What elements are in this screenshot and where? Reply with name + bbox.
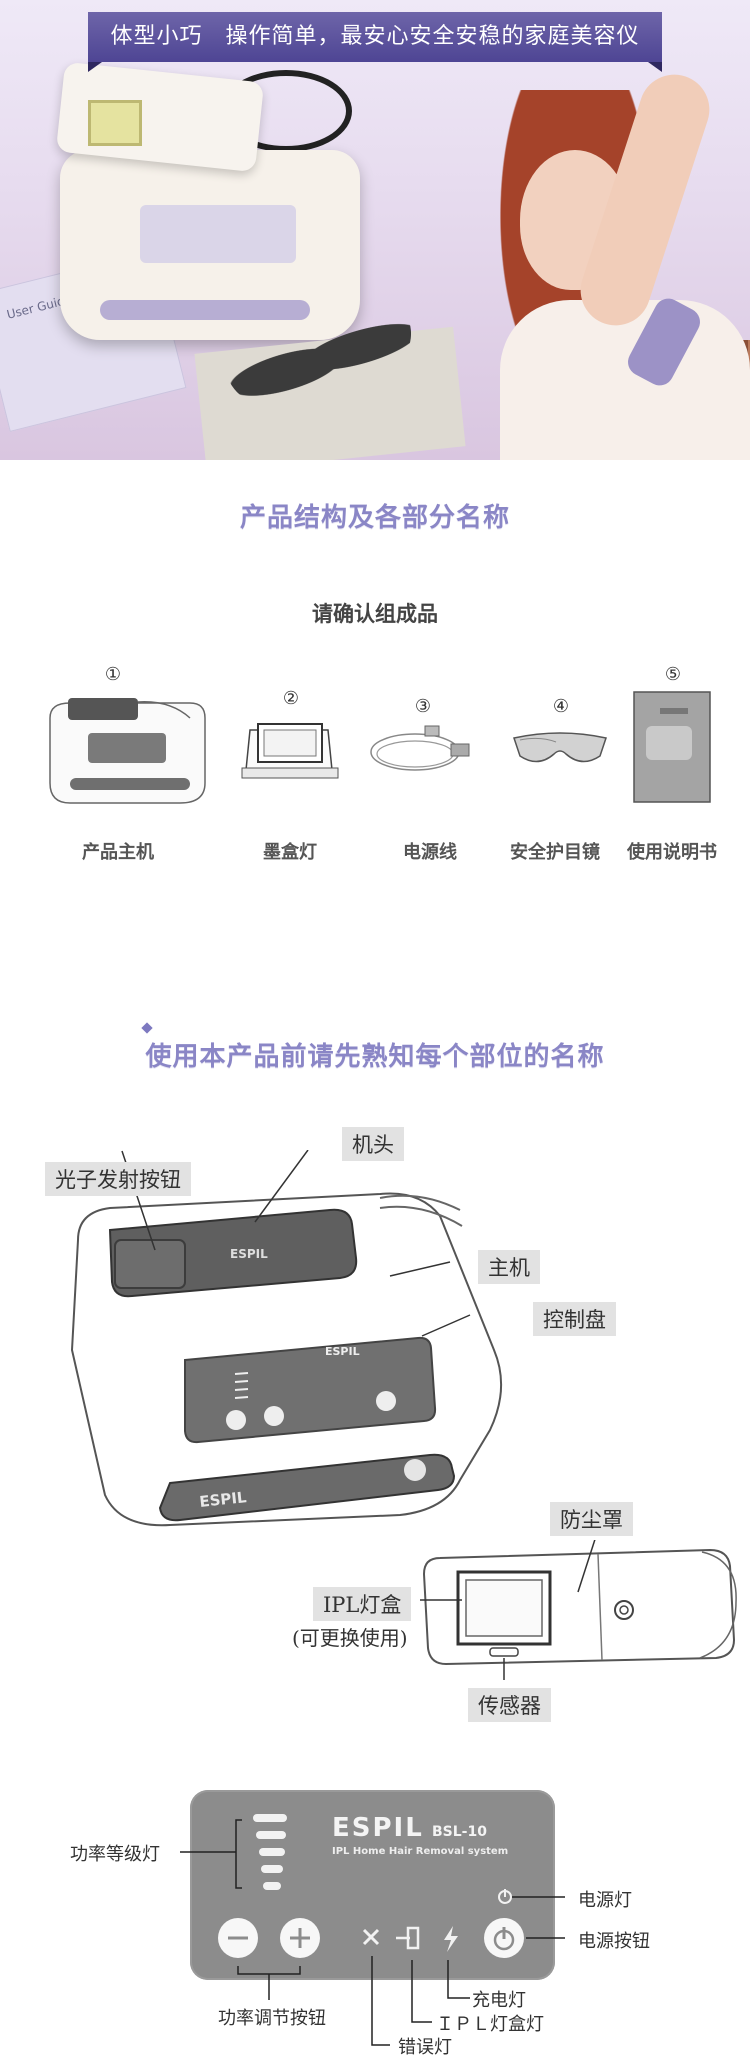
component-label-glasses: 安全护目镜 — [510, 842, 600, 863]
level-light-1 — [263, 1882, 281, 1890]
label-power-light: 电源灯 — [578, 1890, 632, 1911]
label-power-button: 电源按钮 — [578, 1931, 650, 1952]
title-decoration — [141, 1022, 153, 1034]
brand-bar-text: ESPIL — [199, 1488, 248, 1511]
label-charge-light: 充电灯 — [472, 1990, 526, 2011]
safety-glasses-sketch — [513, 732, 607, 763]
label-dust-cover: 防尘罩 — [550, 1502, 633, 1536]
minus-button[interactable] — [218, 1918, 258, 1958]
control-panel-overlay: ESPIL BSL-10 IPL Home Hair Removal syste… — [180, 1813, 565, 2046]
user-manual-sketch — [633, 691, 711, 803]
component-label-lamp: 墨盒灯 — [263, 842, 317, 863]
label-photon-button: 光子发射按钮 — [45, 1162, 191, 1196]
device-panel-image — [140, 205, 296, 263]
component-number-3: ③ — [414, 696, 432, 717]
label-head: 机头 — [342, 1127, 404, 1161]
label-error-light: 错误灯 — [398, 2037, 452, 2058]
component-number-1: ① — [104, 664, 122, 685]
device-brand-bar — [100, 300, 310, 320]
error-light-icon — [362, 1928, 380, 1946]
plus-button[interactable] — [280, 1918, 320, 1958]
ipl-box-light-icon — [396, 1926, 420, 1950]
hero-banner: 体型小巧 操作简单，最安心安全安稳的家庭美容仪 — [88, 12, 662, 72]
label-power-adjust-buttons: 功率调节按钮 — [218, 2008, 326, 2029]
component-number-5: ⑤ — [664, 664, 682, 685]
panel-brand-small: ESPIL — [325, 1345, 360, 1358]
component-label-main-unit: 产品主机 — [82, 842, 154, 863]
handset-front-diagram — [420, 1540, 737, 1680]
component-label-cable: 电源线 — [403, 842, 457, 863]
charge-light-icon — [444, 1926, 458, 1952]
level-light-3 — [259, 1848, 285, 1856]
main-unit-sketch — [49, 698, 206, 804]
section-title-structure: 产品结构及各部分名称 — [239, 503, 510, 533]
level-light-2 — [261, 1865, 283, 1873]
power-button[interactable] — [484, 1918, 524, 1958]
label-replaceable: (可更换使用) — [292, 1626, 408, 1650]
handset-window — [88, 100, 142, 146]
section-title-parts: 使用本产品前请先熟知每个部位的名称 — [145, 1042, 605, 1072]
power-cable-sketch — [370, 725, 470, 771]
component-label-manual: 使用说明书 — [627, 842, 717, 863]
panel-model: BSL-10 — [432, 1824, 487, 1840]
label-ipl-box-light: ＩＰＬ灯盒灯 — [436, 2014, 544, 2035]
component-number-2: ② — [282, 688, 300, 709]
main-unit-diagram: ESPIL ESPIL ESPIL — [70, 1150, 503, 1527]
model-body — [500, 300, 750, 460]
label-control-panel: 控制盘 — [533, 1302, 616, 1336]
label-power-level-lights: 功率等级灯 — [70, 1844, 160, 1865]
component-number-4: ④ — [552, 696, 570, 717]
level-light-4 — [256, 1831, 286, 1839]
label-sensor: 传感器 — [468, 1688, 551, 1722]
panel-subtitle: IPL Home Hair Removal system — [332, 1846, 508, 1857]
panel-brand: ESPIL — [332, 1813, 424, 1843]
label-ipl-box: IPL灯盒 — [313, 1587, 412, 1621]
hero-image: User Guide 体型小巧 操作简单，最安心安全安稳的家庭美容仪 — [0, 0, 750, 460]
handset-brand: ESPIL — [230, 1247, 268, 1261]
confirm-components-title: 请确认组成品 — [312, 602, 438, 626]
label-main-unit: 主机 — [478, 1250, 540, 1284]
lamp-cartridge-sketch — [241, 723, 339, 779]
level-light-5 — [253, 1814, 287, 1822]
